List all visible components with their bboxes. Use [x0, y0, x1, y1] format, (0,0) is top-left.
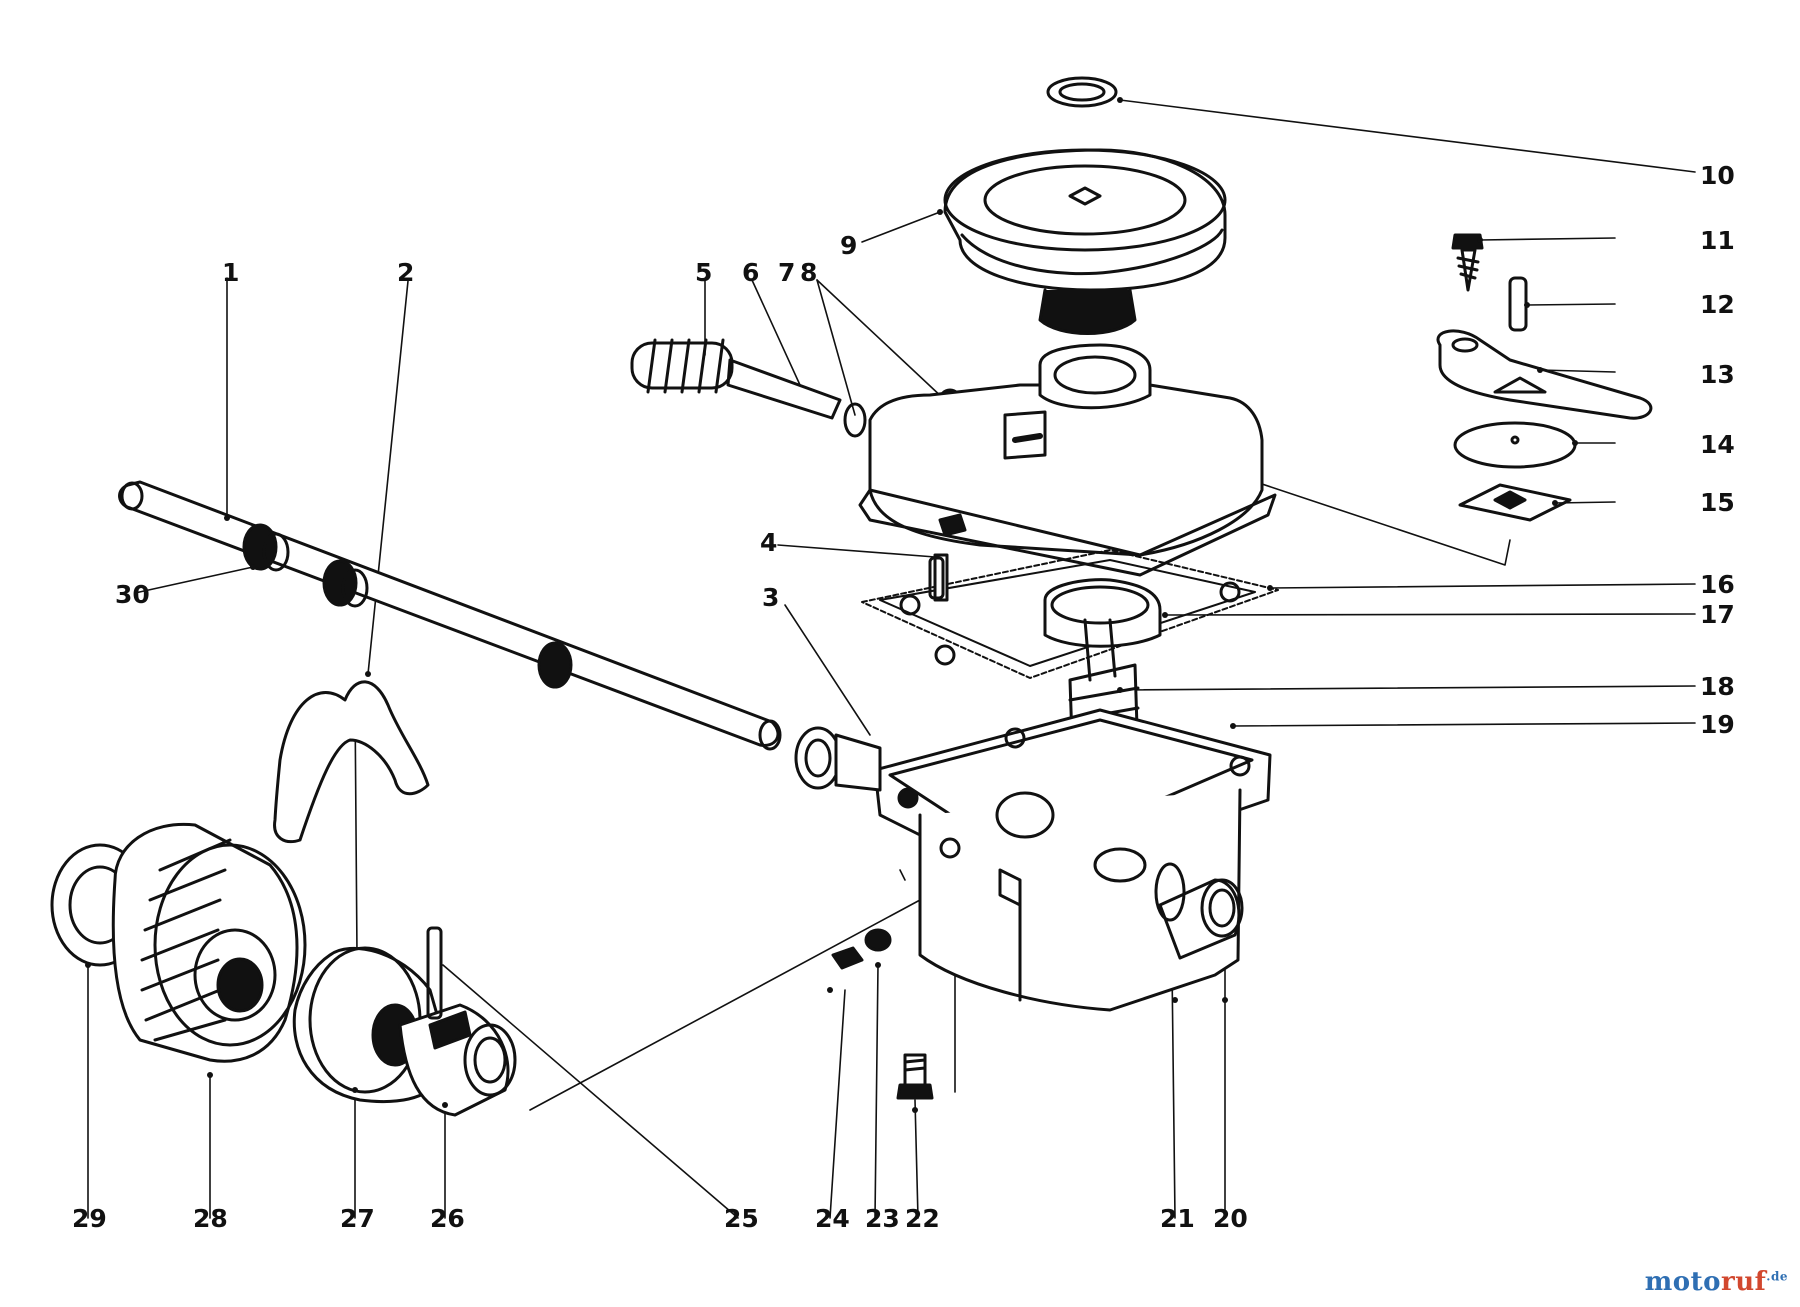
- part-10-seal-ring: [1046, 76, 1118, 108]
- part-20-bushing: [1158, 878, 1244, 960]
- leader-dots: [85, 97, 1578, 1113]
- label-11: 11: [1700, 226, 1735, 255]
- label-16: 16: [1700, 570, 1735, 599]
- label-10: 10: [1700, 161, 1735, 190]
- part-24-screw: [831, 946, 864, 970]
- label-17: 17: [1700, 600, 1735, 629]
- part-22-bolt: [896, 1053, 934, 1100]
- part-13-lever-plate: [1436, 329, 1653, 420]
- label-14: 14: [1700, 430, 1735, 459]
- part-4-pin: [928, 556, 945, 600]
- part-21-seal: [1154, 862, 1186, 922]
- label-30: 30: [115, 580, 150, 609]
- part-28-spur-gear: [111, 822, 307, 1063]
- label-24: 24: [815, 1204, 850, 1233]
- label-28: 28: [193, 1204, 228, 1233]
- part-23-washer: [864, 928, 892, 952]
- watermark-part2: ruf: [1721, 1267, 1767, 1297]
- label-27: 27: [340, 1204, 375, 1233]
- part-3-bearing: [794, 726, 882, 792]
- watermark-suffix: .de: [1766, 1269, 1788, 1284]
- part-7-washer: [843, 402, 867, 438]
- part-25-pin: [426, 926, 443, 1020]
- label-8: 8: [800, 258, 818, 287]
- label-5: 5: [695, 258, 713, 287]
- part-16-cover: [858, 343, 1277, 577]
- label-23: 23: [865, 1204, 900, 1233]
- watermark: motoruf.de: [1645, 1267, 1788, 1297]
- label-7: 7: [778, 258, 796, 287]
- part-15-key-plate: [1458, 483, 1572, 522]
- label-20: 20: [1213, 1204, 1248, 1233]
- label-29: 29: [72, 1204, 107, 1233]
- part-12-pin: [1508, 276, 1528, 332]
- label-1: 1: [222, 258, 240, 287]
- label-18: 18: [1700, 672, 1735, 701]
- label-26: 26: [430, 1204, 465, 1233]
- part-2-shift-fork: [273, 680, 430, 844]
- label-2: 2: [397, 258, 415, 287]
- part-26-collar: [398, 1003, 517, 1117]
- label-12: 12: [1700, 290, 1735, 319]
- label-13: 13: [1700, 360, 1735, 389]
- part-9-pulley: [943, 148, 1227, 335]
- label-4: 4: [760, 528, 778, 557]
- part-19-housing: [873, 708, 1272, 1012]
- part-30-collar: [242, 523, 573, 689]
- part-11-screw: [1451, 233, 1484, 292]
- part-17-gasket: [861, 549, 1279, 679]
- label-21: 21: [1160, 1204, 1195, 1233]
- label-25: 25: [724, 1204, 759, 1233]
- label-19: 19: [1700, 710, 1735, 739]
- watermark-part1: moto: [1644, 1267, 1721, 1297]
- part-6-shaft: [726, 358, 842, 420]
- part-1-main-shaft: [118, 480, 782, 751]
- label-9: 9: [840, 231, 858, 260]
- label-6: 6: [742, 258, 760, 287]
- label-15: 15: [1700, 488, 1735, 517]
- part-5-spring: [630, 338, 734, 394]
- leader-lines: [87, 99, 1696, 1219]
- label-3: 3: [762, 583, 780, 612]
- part-14-disc: [1453, 421, 1577, 469]
- label-22: 22: [905, 1204, 940, 1233]
